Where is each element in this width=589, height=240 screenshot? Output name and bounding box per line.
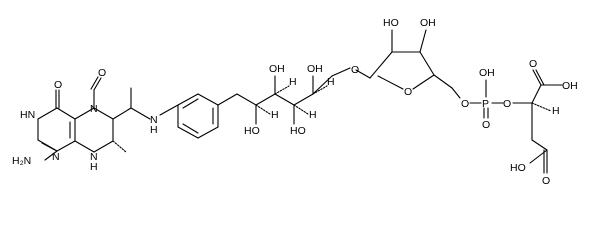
linker-bonds xyxy=(112,87,179,120)
label-phosphate-oh-top: OH xyxy=(479,67,495,79)
label-ribose-ring-o: O xyxy=(404,86,412,98)
label-nh2: H₂N xyxy=(12,155,31,167)
label-formyl-o: O xyxy=(98,67,106,79)
label-linker-h: H xyxy=(150,124,158,136)
label-n5: N xyxy=(90,103,98,115)
label-ribityl-oh-2: OH xyxy=(269,63,285,75)
benzene-ring xyxy=(177,93,219,139)
glutarate-group xyxy=(512,69,563,174)
pterin-rings xyxy=(37,76,127,161)
label-acid-bottom-o: O xyxy=(542,175,550,187)
label-acid-bottom-ho: HO xyxy=(510,162,526,174)
label-ribityl-o-link: O xyxy=(351,64,359,76)
structural-formula: H₂N O HN N N O N H N H HO H OH H HO H OH… xyxy=(12,17,578,187)
label-phosphate-o-double: O xyxy=(482,119,490,131)
label-ribose-oh-right: OH xyxy=(420,17,436,29)
label-phosphate-p: P xyxy=(482,98,489,110)
label-phosphate-o-left: O xyxy=(461,98,469,110)
label-ribityl-h-4: H xyxy=(327,76,335,88)
molecule-diagram: H₂N O HN N N O N H N H HO H OH H HO H OH… xyxy=(12,17,578,187)
label-ribityl-h-1: H xyxy=(271,109,279,121)
ribityl-chain xyxy=(217,67,371,125)
label-linker-n: N xyxy=(150,114,158,126)
ribose-ring xyxy=(369,29,461,99)
label-ribose-oh-left: HO xyxy=(383,17,399,29)
label-ribityl-oh-4: OH xyxy=(307,63,323,75)
phosphate-group xyxy=(469,79,504,119)
label-acid-top-oh: OH xyxy=(562,80,578,92)
label-h-ring: H xyxy=(90,161,98,173)
label-oxo: O xyxy=(54,79,62,91)
label-ribityl-h-3: H xyxy=(309,109,317,121)
label-ribityl-h-2: H xyxy=(289,76,297,88)
label-glutarate-h: H xyxy=(552,105,560,117)
label-phosphate-o-right: O xyxy=(503,98,511,110)
label-ribityl-oh-3: HO xyxy=(290,125,306,137)
atom-labels: H₂N O HN N N O N H N H HO H OH H HO H OH… xyxy=(12,17,578,187)
label-hn-ring: HN xyxy=(20,109,35,121)
label-ribityl-oh-1: HO xyxy=(244,125,260,137)
label-n-ring-1: N xyxy=(52,151,60,163)
label-acid-top-o: O xyxy=(529,58,537,70)
label-n-h-ring: N xyxy=(90,151,98,163)
